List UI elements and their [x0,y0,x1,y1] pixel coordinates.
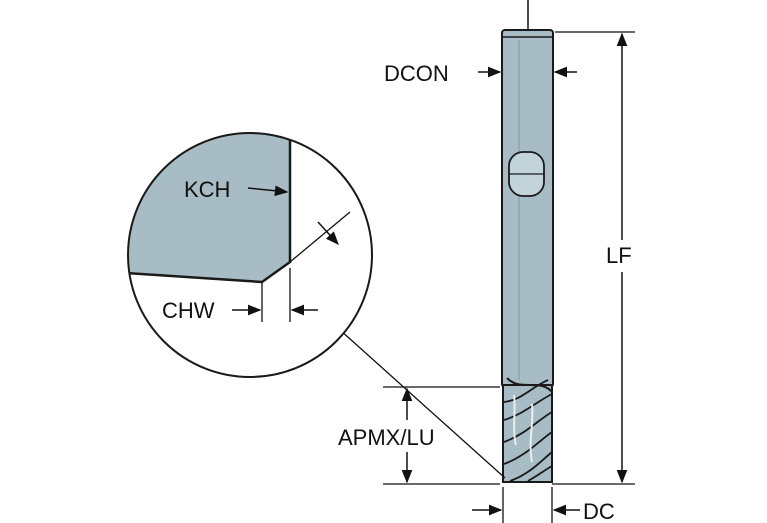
dc-label: DC [583,499,615,523]
apmx-lu-dimension: APMX/LU [338,386,500,485]
detail-circle [127,132,373,378]
tool-flutes [502,384,553,483]
kch-arrow [247,185,289,197]
end-mill-tool [501,29,554,483]
lf-dimension: LF [552,31,635,485]
apmx-lu-label: APMX/LU [338,425,435,450]
tool-shank [501,29,554,388]
lf-label: LF [606,243,632,268]
detail-leader-line [339,329,506,479]
dc-dimension: DC [472,487,615,523]
dcon-label: DCON [384,61,449,86]
kch-label: KCH [184,177,230,202]
dcon-dimension: DCON [384,61,577,86]
chw-label: CHW [162,298,215,323]
corner-chamfer-detail: KCH CHW [127,132,373,378]
